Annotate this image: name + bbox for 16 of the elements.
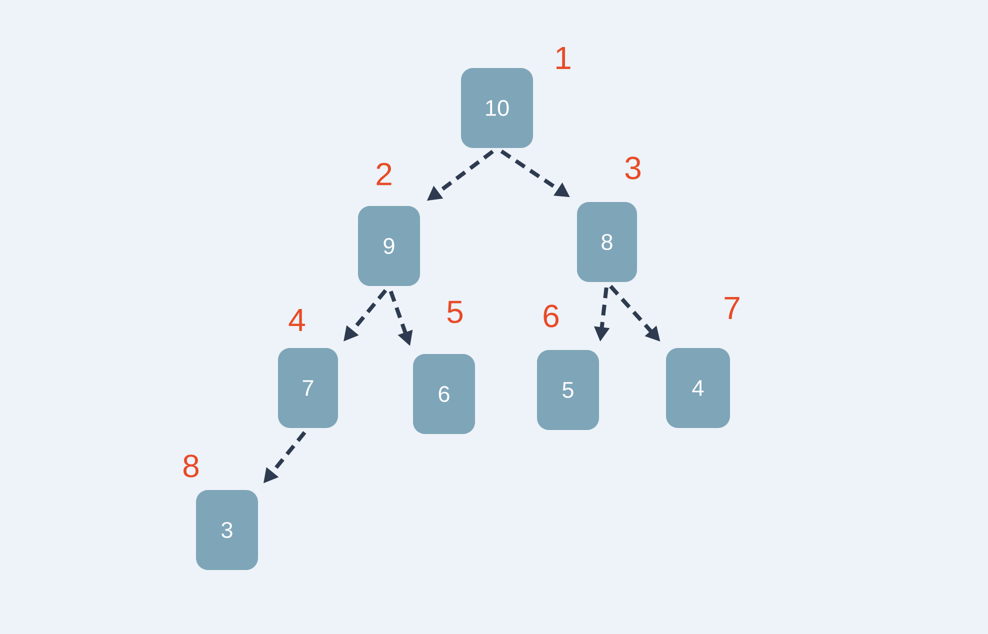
number-box: 7 (278, 348, 338, 428)
number-box: 5 (537, 350, 599, 430)
number-box: 8 (577, 202, 637, 282)
number-box: 3 (196, 490, 258, 570)
index-number: 1 (556, 46, 570, 69)
number-box: 4 (666, 348, 730, 428)
index-number: 2 (376, 162, 392, 186)
index-number: 4 (288, 308, 305, 331)
index-number: 5 (447, 300, 463, 324)
index-number: 6 (544, 304, 558, 328)
index-number: 3 (625, 156, 640, 180)
number-box: 10 (461, 68, 533, 148)
index-number: 7 (724, 296, 740, 319)
index-number: 8 (184, 454, 198, 478)
number-box: 6 (413, 354, 475, 434)
number-box: 9 (358, 206, 420, 286)
